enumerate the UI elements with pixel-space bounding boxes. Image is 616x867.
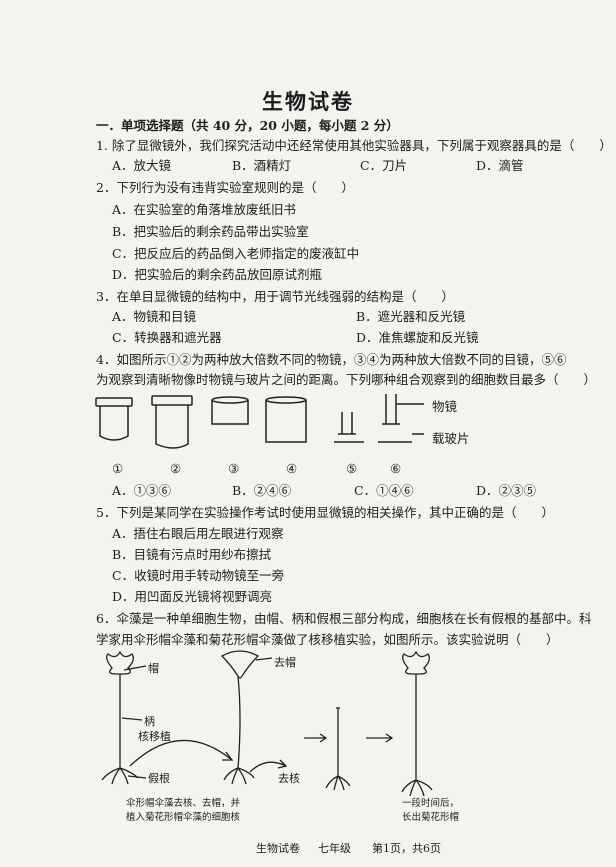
regenerated-alga-icon [401,650,433,797]
q2-option-a: A．在实验室的角落堆放废纸旧书 [112,202,297,217]
q5-option-c: C．收镜时用手转动物镜至一旁 [112,568,285,583]
caption-right-line-1: 一段时间后， [402,798,460,809]
q4-option-c: C．①④⑥ [354,483,414,498]
transplant-arrow-icon [129,739,233,767]
fig-label-6: ⑥ [390,461,402,476]
q4-option-a: A．①③⑥ [112,483,172,498]
q5-option-a: A．捂住右眼后用左眼进行观察 [112,526,284,541]
label-cap: 帽 [148,662,159,675]
fig-label-2: ② [170,461,182,476]
q6-stem-line-2: 学家用伞形帽伞藻和菊花形帽伞藻做了核移植实验，如图所示。该实验说明（ ） [96,632,559,647]
q4-option-b: B．②④⑥ [232,483,292,498]
eyepiece-4-icon [265,396,307,443]
q3-option-a: A．物镜和目镜 [112,309,197,324]
q2-option-b: B．把实验后的剩余药品带出实验室 [112,224,309,239]
q1-option-b: B．酒精灯 [232,158,292,173]
q2-option-d: D．把实验后的剩余药品放回原试剂瓶 [112,267,323,282]
umbrella-alga-icon [220,650,273,785]
caption-left-line-1: 伞形帽伞藻去核、去帽，并 [126,798,241,809]
q1-option-d: D．滴管 [476,158,524,173]
q3-option-b: B．遮光器和反光镜 [356,309,466,324]
q3-option-c: C．转换器和遮光器 [112,330,222,345]
q5-option-d: D．用凹面反光镜将视野调亮 [112,589,273,604]
objective-lens-1-icon [95,397,133,441]
q3-option-d: D．准焦螺旋和反光镜 [356,330,479,345]
q2-option-c: C．把反应后的药品倒入老师指定的废液缸中 [112,246,360,261]
footer-grade: 七年级 [318,842,351,855]
chrysanthemum-alga-icon [101,650,147,785]
eyepiece-3-icon [211,396,249,425]
fig-label-1: ① [112,461,124,476]
q4-stem-line-1: 4．如图所示①②为两种放大倍数不同的物镜，③④为两种放大倍数不同的目镜，⑤⑥ [96,352,567,367]
q4-stem-line-2: 为观察到清晰物像时物镜与玻片之间的距离。下列哪种组合观察到的细胞数目最多（ ） [96,372,597,387]
q1-stem: 1. 除了显微镜外，我们探究活动中还经常使用其他实验器具，下列属于观察器具的是（… [96,138,612,153]
label-remove-nucleus: 去核 [278,772,300,785]
fig-label-4: ④ [286,461,298,476]
acetabularia-figure [101,650,433,797]
label-slide: 载玻片 [432,431,470,446]
q3-stem: 3．在单目显微镜的结构中，用于调节光线强弱的结构是（ ） [96,289,454,304]
q1-option-c: C．刀片 [360,158,408,173]
q5-option-b: B．目镜有污点时用纱布擦拭 [112,547,272,562]
q4-option-d: D．②③⑤ [476,483,537,498]
microscope-lens-figure [95,394,424,449]
section-heading: 一．单项选择题（共 40 分，20 小题，每小题 2 分） [96,118,399,133]
caption-right-line-2: 长出菊花形帽 [402,812,460,823]
arrow-2-icon [249,761,287,773]
page-title: 生物试卷 [262,89,354,114]
fig-label-3: ③ [228,461,240,476]
distance-diagram-6-icon [378,394,424,443]
objective-lens-2-icon [151,395,193,449]
label-rhizoid: 假根 [148,772,170,785]
caption-left-line-2: 植入菊花形帽伞藻的细胞核 [126,812,241,823]
footer-subject: 生物试卷 [256,842,300,855]
q5-stem: 5．下列是某同学在实验操作考试时使用显微镜的相关操作，其中正确的是（ ） [96,505,554,520]
label-objective: 物镜 [432,399,458,414]
q6-stem-line-1: 6．伞藻是一种单细胞生物，由帽、柄和假根三部分构成，细胞核在长有假根的基部中。科 [96,611,592,626]
label-transplant: 核移植 [138,730,171,743]
q1-option-a: A．放大镜 [112,158,172,173]
label-remove-cap: 去帽 [274,656,296,669]
stalk-only-icon [325,707,351,791]
distance-diagram-5-icon [334,412,364,443]
q2-stem: 2．下列行为没有违背实验室规则的是（ ） [96,180,354,195]
footer-page: 第1页，共6页 [372,842,441,855]
label-stalk: 柄 [144,715,155,728]
fig-label-5: ⑤ [346,461,358,476]
